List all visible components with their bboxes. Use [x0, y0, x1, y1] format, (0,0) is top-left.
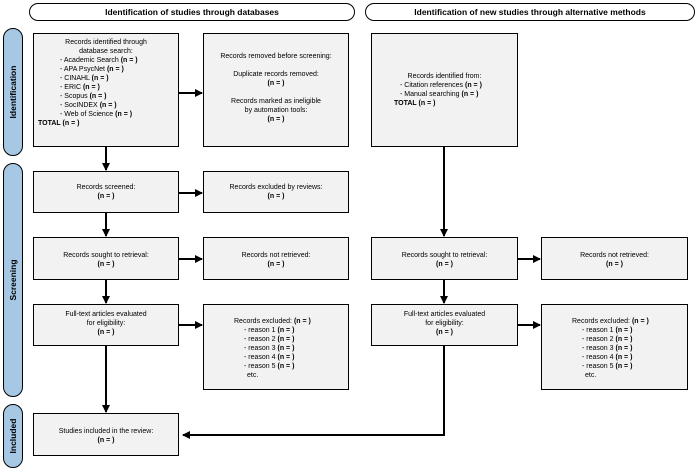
right-not-retrieved-n: (n = ) — [606, 261, 623, 268]
box-right-records-excluded: Records excluded: (n = ) - reason 1 (n =… — [541, 304, 688, 390]
identified-source-4: - Scopus (n = ) — [60, 93, 107, 100]
right-not-retrieved-label: Records not retrieved: — [580, 252, 649, 259]
right-sought-label: Records sought to retrieval: — [401, 252, 488, 259]
excluded-title: Records excluded: (n = ) — [234, 318, 311, 325]
right-identified-total: TOTAL (n = ) — [394, 100, 436, 107]
identified-source-5: - SocINDEX (n = ) — [60, 102, 117, 109]
right-fulltext-line1: Full-text articles evaluated — [403, 311, 486, 318]
removed-inelig-n: (n = ) — [267, 116, 285, 123]
included-label: Studies included in the review: — [58, 428, 154, 435]
right-identified-source-1: - Manual searching (n = ) — [400, 91, 479, 98]
box-right-records-identified: Records identified from: - Citation refe… — [371, 33, 518, 147]
box-studies-included: Studies included in the review: (n = ) — [33, 413, 179, 456]
excluded-reviews-label: Records excluded by reviews: — [229, 184, 323, 191]
removed-inelig-line1: Records marked as ineligible — [231, 98, 321, 105]
box-right-not-retrieved: Records not retrieved: (n = ) — [541, 237, 688, 280]
header-databases-label: Identification of studies through databa… — [105, 7, 279, 17]
identified-source-3: - ERIC (n = ) — [60, 84, 100, 91]
header-databases: Identification of studies through databa… — [29, 3, 355, 21]
removed-inelig-line2: by automation tools: — [244, 107, 308, 114]
right-fulltext-line2: for eligibility: — [425, 320, 464, 327]
box-records-removed: Records removed before screening: Duplic… — [203, 33, 349, 147]
right-identified-title: Records identified from: — [407, 73, 482, 80]
fulltext-n: (n = ) — [97, 329, 115, 336]
screened-n: (n = ) — [97, 193, 115, 200]
excluded-reason-0: - reason 1 (n = ) — [244, 327, 295, 334]
removed-dup-label: Duplicate records removed: — [233, 71, 319, 78]
box-not-retrieved: Records not retrieved: (n = ) — [203, 237, 349, 280]
box-sought-retrieval: Records sought to retrieval: (n = ) — [33, 237, 179, 280]
right-excluded-title: Records excluded: (n = ) — [572, 318, 649, 325]
identified-source-0: - Academic Search (n = ) — [60, 57, 138, 64]
right-excluded-reason-3: - reason 4 (n = ) — [582, 354, 633, 361]
right-identified-source-0: - Citation references (n = ) — [400, 82, 482, 89]
included-n: (n = ) — [97, 437, 115, 444]
identified-source-6: - Web of Science (n = ) — [60, 111, 133, 118]
excluded-etc: etc. — [247, 372, 259, 379]
removed-dup-n: (n = ) — [267, 80, 285, 87]
box-right-fulltext-eligibility: Full-text articles evaluated for eligibi… — [371, 304, 518, 346]
excluded-reason-1: - reason 2 (n = ) — [244, 336, 295, 343]
phase-included: Included — [3, 404, 23, 468]
box-excluded-reviews: Records excluded by reviews: (n = ) — [203, 171, 349, 213]
header-alternative: Identification of new studies through al… — [365, 3, 695, 21]
box-records-excluded: Records excluded: (n = ) - reason 1 (n =… — [203, 304, 349, 390]
sought-label: Records sought to retrieval: — [63, 252, 149, 259]
identified-line2: database search: — [79, 48, 133, 55]
right-fulltext-n: (n = ) — [436, 329, 453, 336]
identified-source-1: - APA PsycNet (n = ) — [60, 66, 124, 73]
excluded-reason-4: - reason 5 (n = ) — [244, 363, 295, 370]
box-fulltext-eligibility: Full-text articles evaluated for eligibi… — [33, 304, 179, 346]
identified-total: TOTAL (n = ) — [38, 120, 80, 127]
fulltext-line2: for eligibility: — [86, 320, 126, 327]
right-excluded-reason-1: - reason 2 (n = ) — [582, 336, 633, 343]
not-retrieved-n: (n = ) — [267, 261, 285, 268]
excluded-reason-2: - reason 3 (n = ) — [244, 345, 295, 352]
box-right-sought-retrieval: Records sought to retrieval: (n = ) — [371, 237, 518, 280]
right-excluded-reason-2: - reason 3 (n = ) — [582, 345, 633, 352]
right-excluded-etc: etc. — [585, 372, 597, 379]
removed-title: Records removed before screening: — [220, 53, 332, 60]
excluded-reviews-n: (n = ) — [267, 193, 285, 200]
phase-identification: Identification — [3, 28, 23, 156]
arrow-right-fulltext-to-included — [182, 346, 445, 439]
identified-source-2: - CINAHL (n = ) — [60, 75, 109, 82]
screened-label: Records screened: — [76, 184, 136, 191]
box-records-screened: Records screened: (n = ) — [33, 171, 179, 213]
phase-screening: Screening — [3, 163, 23, 397]
right-sought-n: (n = ) — [436, 261, 453, 268]
header-alternative-label: Identification of new studies through al… — [414, 7, 646, 17]
right-excluded-reason-4: - reason 5 (n = ) — [582, 363, 633, 370]
sought-n: (n = ) — [97, 261, 115, 268]
not-retrieved-label: Records not retrieved: — [241, 252, 311, 259]
right-excluded-reason-0: - reason 1 (n = ) — [582, 327, 633, 334]
excluded-reason-3: - reason 4 (n = ) — [244, 354, 295, 361]
identified-line1: Records identified through — [65, 39, 147, 46]
box-records-identified: Records identified through database sear… — [33, 33, 179, 147]
fulltext-line1: Full-text articles evaluated — [65, 311, 147, 318]
